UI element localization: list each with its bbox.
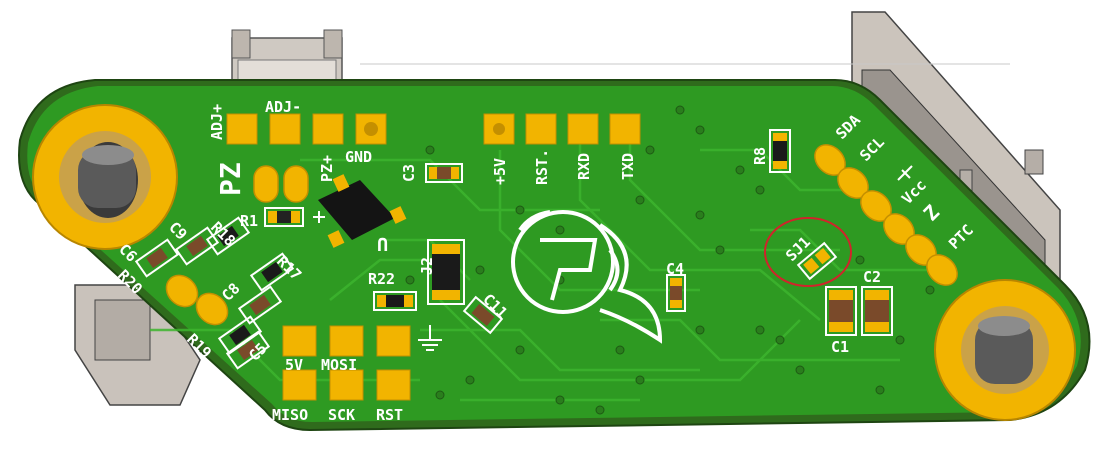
label-plus5v: +5V — [491, 158, 509, 185]
label-c4: C4 — [666, 260, 684, 278]
label-sck: SCK — [328, 406, 355, 424]
label-j2: J2 — [418, 257, 436, 275]
label-pz-plus: PZ+ — [318, 155, 336, 182]
label-u: U — [377, 233, 388, 254]
oval-pads-i2c — [814, 144, 958, 286]
label-c1: C1 — [831, 338, 849, 356]
label-rst: RST — [376, 406, 403, 424]
flame-logo — [511, 210, 663, 344]
label-c2: C2 — [863, 268, 881, 286]
label-pz: PZ — [214, 162, 247, 196]
oval-pads-left — [165, 274, 229, 326]
ground-symbol-small — [897, 165, 913, 181]
header-pads-serial — [483, 113, 641, 145]
label-r8: R8 — [751, 147, 769, 165]
header-pads-left — [226, 113, 387, 145]
label-rst-dot: RST. — [533, 149, 551, 185]
mounting-hole-left — [32, 104, 178, 250]
label-mosi: MOSI — [321, 356, 357, 374]
label-c3: C3 — [400, 164, 418, 182]
sj1-highlight — [764, 217, 852, 287]
label-adj-plus: ADJ+ — [208, 104, 226, 140]
smd-components — [134, 129, 893, 370]
label-txd: TXD — [619, 153, 637, 180]
label-5v: 5V — [285, 356, 303, 374]
label-r1: R1 — [240, 212, 258, 230]
mounting-hole-right — [934, 279, 1076, 421]
ground-symbol — [418, 325, 442, 351]
label-r22: R22 — [368, 270, 395, 288]
label-miso: MISO — [272, 406, 308, 424]
icsp-pads — [282, 325, 411, 401]
label-gnd: GND — [345, 148, 372, 166]
top-connector — [231, 29, 343, 85]
label-rxd: RXD — [575, 153, 593, 180]
label-adj-minus: ADJ- — [265, 98, 301, 116]
oval-pads-pz — [253, 165, 309, 203]
